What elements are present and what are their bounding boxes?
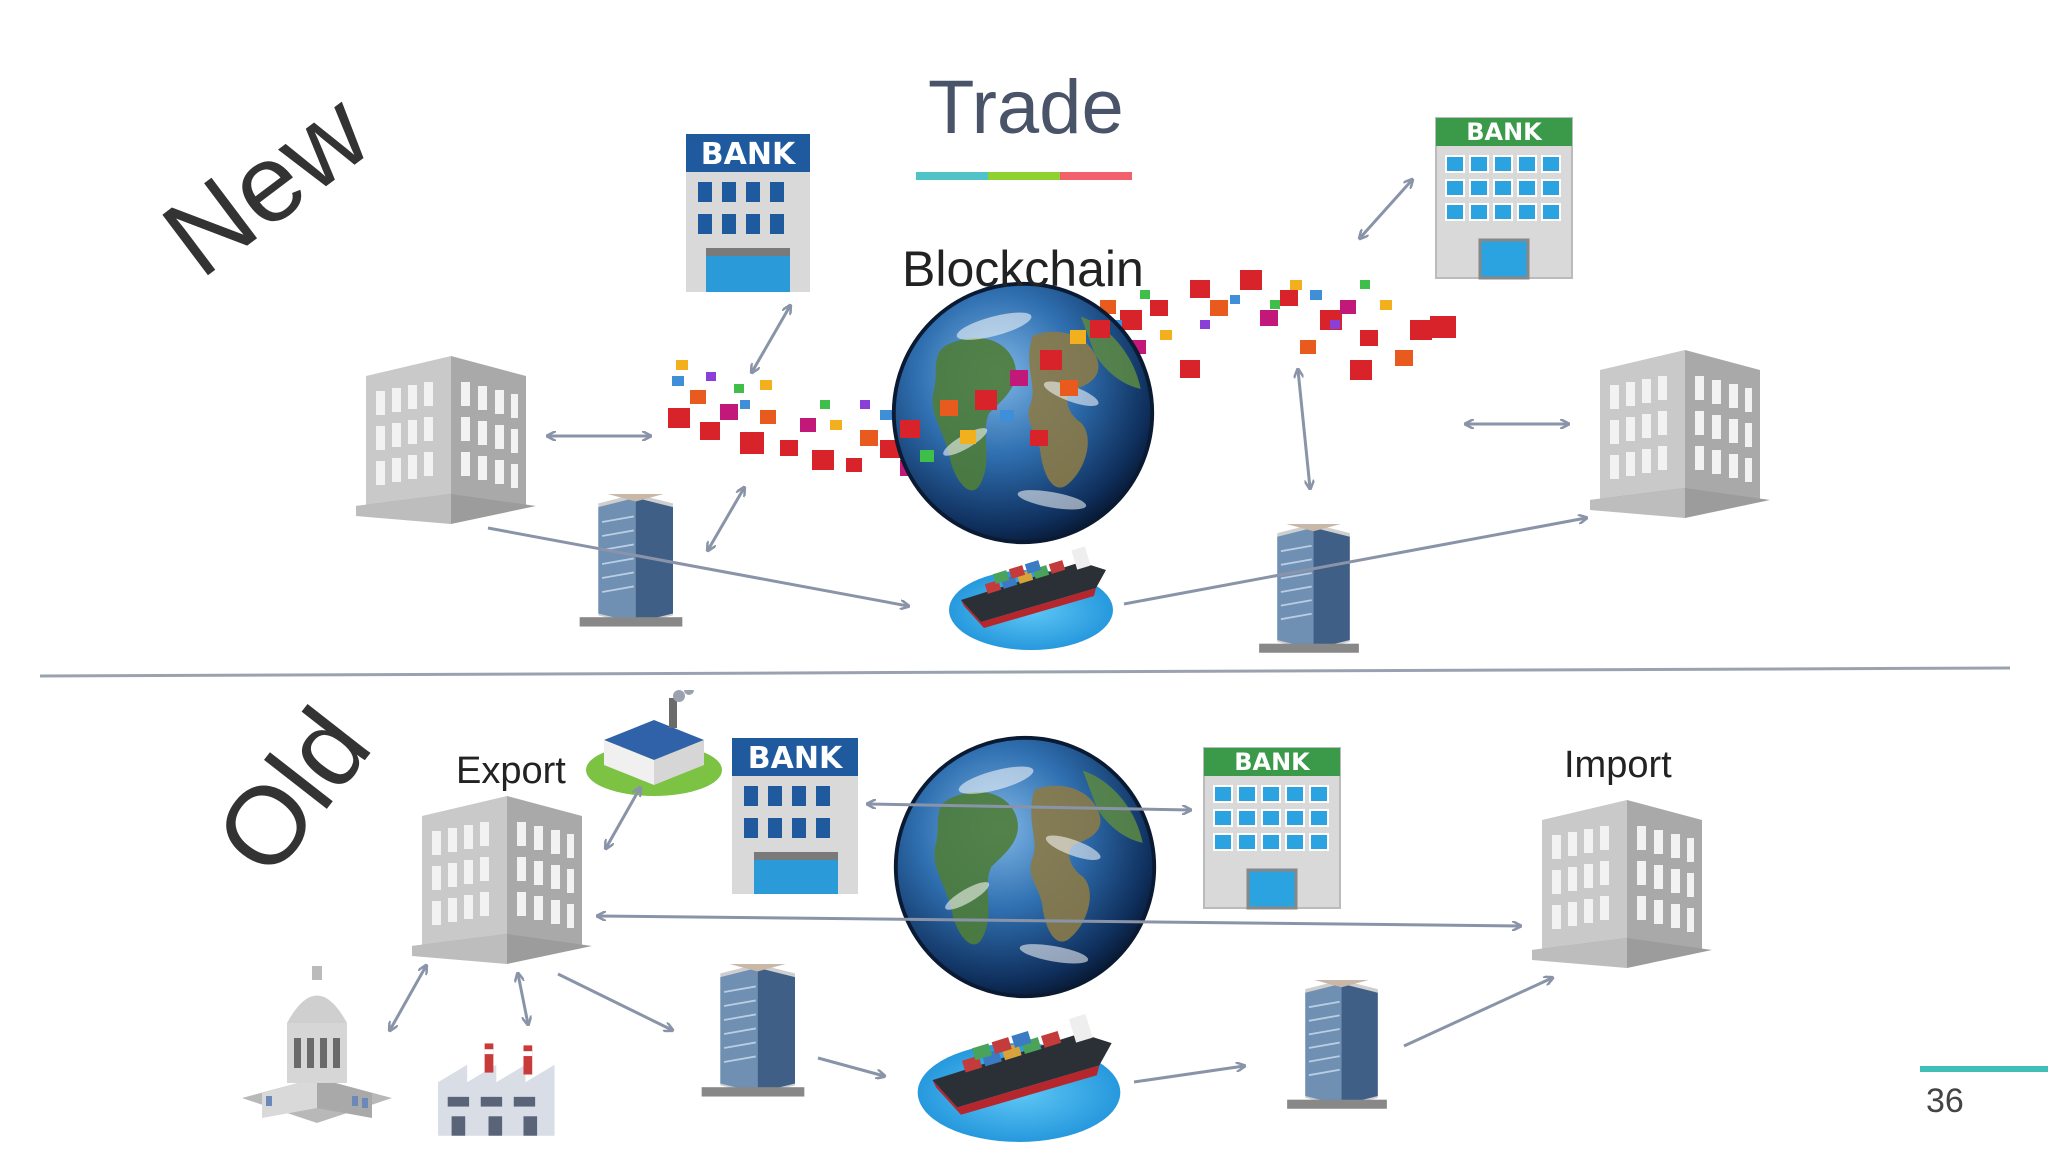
arrows-old bbox=[390, 788, 1552, 1084]
tower-building-icon bbox=[1258, 524, 1360, 654]
underline-segment-green bbox=[988, 172, 1060, 180]
svg-text:BANK: BANK bbox=[1466, 118, 1543, 146]
cargo-ship-icon bbox=[917, 1013, 1121, 1142]
section-divider bbox=[39, 666, 2011, 678]
bank-building-old-left: BANK bbox=[732, 738, 858, 894]
bank-building-old-right: BANK bbox=[1203, 747, 1341, 910]
bank-building-new-left: BANK bbox=[686, 134, 810, 292]
tower-building-icon bbox=[700, 964, 806, 1098]
globe-icon bbox=[891, 281, 1155, 545]
svg-text:BANK: BANK bbox=[1234, 748, 1311, 776]
cargo-ship-icon bbox=[949, 546, 1113, 650]
tower-building-icon bbox=[578, 494, 684, 628]
government-building-icon bbox=[242, 966, 392, 1123]
blockchain-blocks-front bbox=[900, 320, 1110, 462]
factory-icon bbox=[438, 1043, 555, 1136]
warehouse-icon bbox=[586, 690, 722, 796]
export-label: Export bbox=[456, 750, 566, 792]
title-underline bbox=[916, 172, 1132, 180]
exporter-building-icon bbox=[412, 796, 592, 964]
import-label: Import bbox=[1564, 744, 1672, 786]
bank-building-new-right: BANK bbox=[1435, 117, 1573, 280]
svg-text:BANK: BANK bbox=[701, 137, 797, 172]
underline-segment-teal bbox=[916, 172, 988, 180]
page-number: 36 bbox=[1926, 1082, 1964, 1120]
svg-text:BANK: BANK bbox=[748, 741, 844, 776]
slide-title: Trade bbox=[928, 65, 1124, 150]
tower-building-icon bbox=[1286, 980, 1388, 1110]
globe-icon bbox=[893, 735, 1157, 999]
arrows-new bbox=[487, 180, 1586, 606]
corner-accent-bar bbox=[1920, 1066, 2048, 1072]
importer-building-icon bbox=[1532, 800, 1712, 968]
underline-segment-red bbox=[1060, 172, 1132, 180]
blockchain-label: Blockchain bbox=[902, 241, 1144, 297]
exporter-building-icon bbox=[356, 356, 536, 524]
importer-building-icon bbox=[1590, 350, 1770, 518]
